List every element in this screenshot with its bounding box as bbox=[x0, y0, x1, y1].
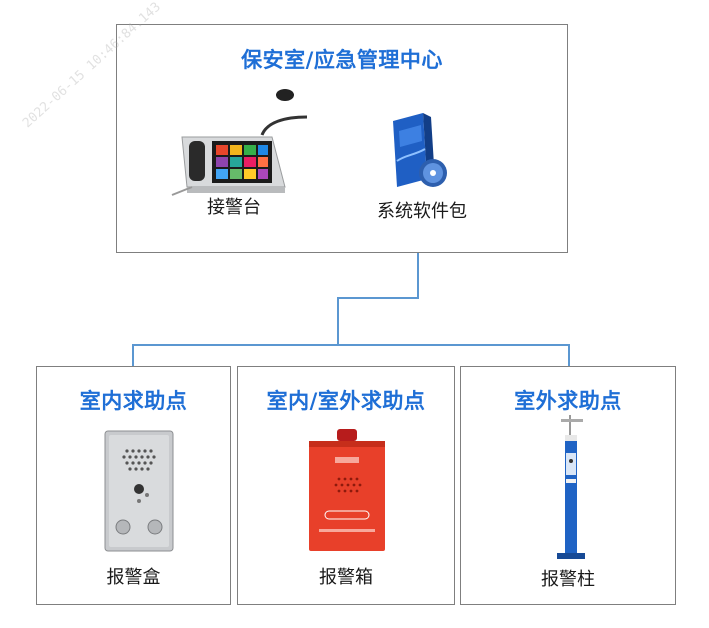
alarm-box-icon bbox=[104, 430, 174, 552]
connector-drop-left bbox=[132, 344, 134, 367]
help-point-device-label-outdoor: 报警柱 bbox=[541, 569, 595, 590]
connector-trunk-vertical bbox=[417, 252, 419, 298]
connector-trunk-drop bbox=[337, 297, 339, 345]
alarm-pillar-icon bbox=[557, 415, 585, 559]
help-point-device-label-indoor: 报警盒 bbox=[106, 567, 161, 588]
help-point-box-indoor: 室内求助点 报警盒 bbox=[36, 366, 231, 605]
device-label-console: 接警台 bbox=[207, 197, 261, 218]
device-label-software: 系统软件包 bbox=[377, 201, 467, 222]
help-point-title-indoor-outdoor: 室内/室外求助点 bbox=[266, 389, 426, 413]
help-point-box-indoor-outdoor: 室内/室外求助点 报警箱 bbox=[237, 366, 455, 605]
connector-bus bbox=[132, 344, 570, 346]
help-point-box-outdoor: 室外求助点 报警柱 bbox=[460, 366, 676, 605]
connector-trunk-horizontal bbox=[337, 297, 419, 299]
software-package-icon bbox=[393, 113, 447, 187]
alarm-cabinet-icon bbox=[309, 429, 385, 551]
alarm-console-icon bbox=[171, 89, 308, 196]
connector-drop-right bbox=[568, 344, 570, 367]
help-point-title-indoor: 室内求助点 bbox=[79, 389, 188, 413]
control-center-box: 保安室/应急管理中心 接警台 系统软件包 bbox=[116, 24, 568, 253]
control-center-title: 保安室/应急管理中心 bbox=[241, 48, 443, 72]
help-point-title-outdoor: 室外求助点 bbox=[514, 389, 622, 413]
help-point-device-label-indoor-outdoor: 报警箱 bbox=[319, 567, 373, 588]
